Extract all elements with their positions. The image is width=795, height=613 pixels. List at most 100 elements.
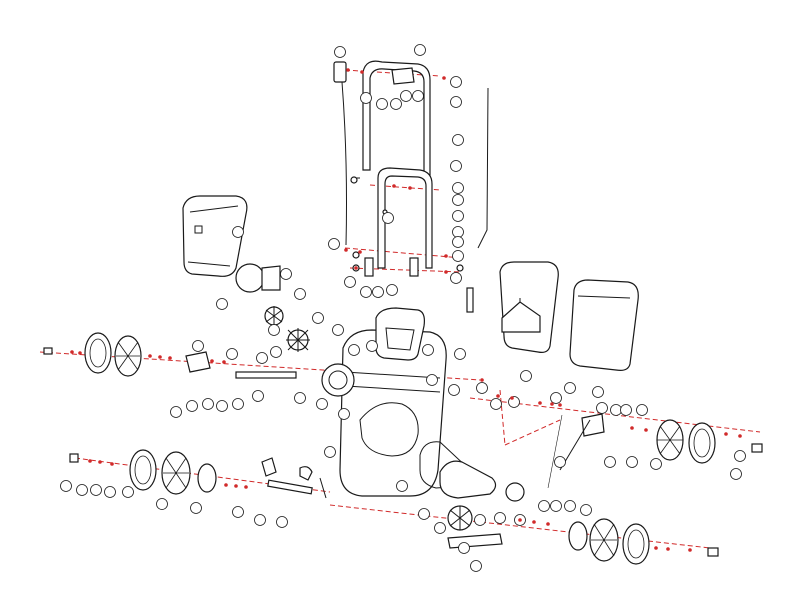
callout-circle [626, 456, 638, 468]
callout-47 [564, 382, 576, 394]
callout-63 [216, 400, 228, 412]
callout-circle [276, 516, 288, 528]
callout-circle [452, 194, 464, 206]
callout-circle [294, 392, 306, 404]
callout-84 [580, 504, 592, 516]
callout-7 [390, 98, 402, 110]
callout-circle [268, 324, 280, 336]
callout-45 [508, 396, 520, 408]
callout-58 [192, 340, 204, 352]
callout-13 [452, 194, 464, 206]
fastener-dot [532, 520, 536, 524]
callout-circle [434, 522, 446, 534]
fastener-dot [408, 186, 412, 190]
callout-88 [470, 560, 482, 572]
callout-55 [650, 458, 662, 470]
callout-circle [338, 408, 350, 420]
motor-assembly [235, 263, 355, 397]
fastener-dot [222, 360, 226, 364]
fastener-dot [392, 184, 396, 188]
callout-73 [232, 506, 244, 518]
callout-18 [450, 272, 462, 284]
callout-circle [554, 456, 566, 468]
callout-26 [216, 298, 228, 310]
callout-circle [450, 272, 462, 284]
callout-25 [232, 226, 244, 238]
fastener-dot [538, 401, 542, 405]
callout-circle [730, 468, 742, 480]
callout-circle [324, 446, 336, 458]
callout-circle [360, 92, 372, 104]
fastener-dot [158, 355, 162, 359]
callout-circle [538, 500, 550, 512]
callout-37 [316, 398, 328, 410]
callout-circle [400, 90, 412, 102]
callout-48 [592, 386, 604, 398]
callout-14 [452, 210, 464, 222]
fastener-dot [360, 70, 364, 74]
callout-circle [452, 182, 464, 194]
callout-53 [604, 456, 616, 468]
callout-circle [90, 484, 102, 496]
motor [321, 363, 355, 397]
grass-catcher [182, 195, 639, 371]
callout-circle [452, 210, 464, 222]
callout-markers [60, 44, 746, 572]
fastener-dot [234, 484, 238, 488]
callout-79 [494, 512, 506, 524]
callout-circle [386, 284, 398, 296]
fastener-dot [98, 460, 102, 464]
callout-15 [452, 226, 464, 238]
callout-circle [232, 506, 244, 518]
callout-33 [366, 340, 378, 352]
handle-bracket-right [409, 257, 419, 277]
callout-circle [414, 44, 426, 56]
callout-circle [426, 374, 438, 386]
fastener-dot [88, 459, 92, 463]
blade [447, 533, 503, 549]
callout-circle [450, 160, 462, 172]
callout-circle [316, 398, 328, 410]
callout-circle [232, 226, 244, 238]
callout-circle [328, 238, 340, 250]
callout-71 [122, 486, 134, 498]
callout-72 [190, 502, 202, 514]
callout-circle [170, 406, 182, 418]
callout-circle [476, 382, 488, 394]
callout-circle [636, 404, 648, 416]
control-cable [341, 81, 347, 246]
callout-31 [332, 324, 344, 336]
callout-85 [396, 480, 408, 492]
callout-circle [202, 398, 214, 410]
callout-circle [390, 98, 402, 110]
callout-54 [626, 456, 638, 468]
callout-42 [448, 384, 460, 396]
callout-circle [454, 348, 466, 360]
fastener-dot [644, 428, 648, 432]
callout-circle [734, 450, 746, 462]
callout-circle [450, 76, 462, 88]
callout-39 [422, 344, 434, 356]
wheel-front-left [84, 332, 142, 377]
callout-11 [450, 160, 462, 172]
callout-circle [294, 288, 306, 300]
callout-12 [452, 182, 464, 194]
callout-2 [414, 44, 426, 56]
callout-circle [520, 370, 532, 382]
callout-87 [458, 542, 470, 554]
callout-21 [360, 286, 372, 298]
fastener-dot [444, 270, 448, 274]
callout-circle [60, 480, 72, 492]
callout-62 [202, 398, 214, 410]
callout-circle [422, 344, 434, 356]
callout-circle [186, 400, 198, 412]
callout-76 [324, 446, 336, 458]
side-discharge-chute [182, 195, 248, 277]
callout-60 [170, 406, 182, 418]
callout-circle [604, 456, 616, 468]
callout-6 [376, 98, 388, 110]
callout-circle [474, 514, 486, 526]
callout-circle [470, 560, 482, 572]
callout-circle [452, 226, 464, 238]
callout-circle [564, 500, 576, 512]
